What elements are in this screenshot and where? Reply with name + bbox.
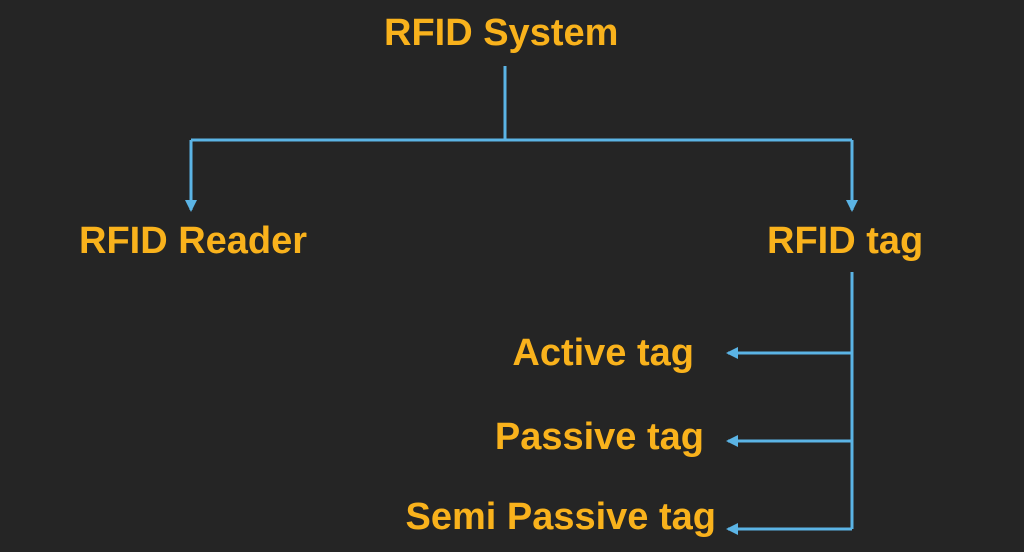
node-rfid-tag: RFID tag xyxy=(767,220,924,262)
node-passive-tag: Passive tag xyxy=(494,416,704,458)
node-semi-passive-tag: Semi Passive tag xyxy=(405,496,716,538)
node-rfid-reader: RFID Reader xyxy=(79,220,308,262)
node-rfid-system: RFID System xyxy=(384,12,619,54)
node-active-tag: Active tag xyxy=(512,332,694,374)
